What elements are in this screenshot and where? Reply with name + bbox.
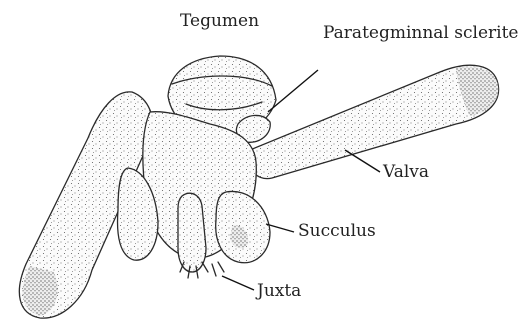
valva-label: Valva <box>382 162 429 182</box>
juxta-leader-line <box>222 276 254 290</box>
parategminnal-leader-line <box>268 70 318 112</box>
right-valva <box>248 65 498 178</box>
juxta-label: Juxta <box>255 281 301 301</box>
parategminnal-sclerite-label: Parategminnal sclerite <box>323 23 518 43</box>
succulus-label: Succulus <box>298 221 376 241</box>
valva-leader-line <box>345 150 380 172</box>
tegumen-label: Tegumen <box>180 11 259 31</box>
right-succulus <box>216 191 270 262</box>
